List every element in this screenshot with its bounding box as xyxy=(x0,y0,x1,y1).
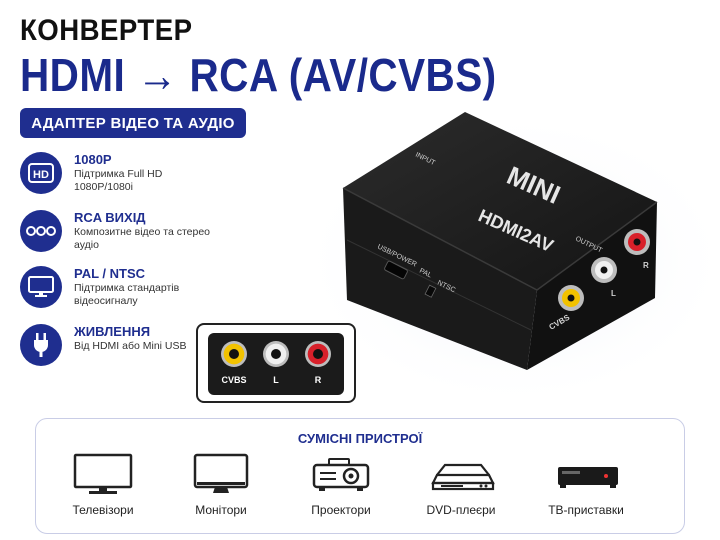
compat-label: Телевізори xyxy=(72,503,134,517)
port-label-cvbs: CVBS xyxy=(221,375,247,385)
r-label: R xyxy=(643,261,649,270)
compat-label: Проектори xyxy=(311,503,371,517)
rca-port-l xyxy=(591,257,617,283)
usb-port xyxy=(384,260,408,280)
feature-1080p: HD 1080P Підтримка Full HD 1080P/1080i xyxy=(20,152,210,204)
feature-title: ЖИВЛЕННЯ xyxy=(74,324,151,339)
title-line-2: HDMI → RCA (AV/CVBS) xyxy=(20,49,497,101)
tv-icon xyxy=(73,453,133,494)
port-label-l: L xyxy=(273,375,279,385)
rca-icon xyxy=(20,210,62,252)
svg-text:HD: HD xyxy=(33,169,49,181)
compat-item-tv: Телевізори xyxy=(48,453,158,529)
port-label-r: R xyxy=(314,375,322,385)
compat-item-dvd: DVD-плеєри xyxy=(406,453,516,529)
hdmi2av-converter-image: MINI HDMI2AV INPUT OUTPUT USB/POWER PAL … xyxy=(295,110,720,410)
feature-desc: Підтримка стандартів відеосигналу xyxy=(74,282,180,307)
rca-port-cvbs xyxy=(558,285,584,311)
dvd-player-icon xyxy=(431,463,495,491)
compat-item-projector: Проектори xyxy=(286,453,396,529)
title-line-1: КОНВЕРТЕР xyxy=(20,14,193,47)
pal-label: PAL xyxy=(418,268,433,280)
compat-title: СУМІСНІ ПРИСТРОЇ xyxy=(297,431,423,446)
feature-title: RCA ВИХІД xyxy=(74,210,146,225)
monitor-icon xyxy=(20,266,62,308)
projector-icon xyxy=(312,458,370,491)
feature-title: 1080P xyxy=(74,152,112,167)
port-cvbs xyxy=(221,341,247,367)
feature-rca: RCA ВИХІД Композитне відео та стерео ауд… xyxy=(20,210,210,262)
ports-panel: CVBS L R xyxy=(208,333,344,395)
feature-power: ЖИВЛЕННЯ Від HDMI або Mini USB xyxy=(20,324,210,376)
compat-item-set-top-box: ТВ-приставки xyxy=(531,453,641,529)
compat-label: Монітори xyxy=(195,503,247,517)
set-top-box-icon xyxy=(558,467,618,488)
monitor-icon xyxy=(193,453,249,493)
rca-port-r xyxy=(624,229,650,255)
feature-pal-ntsc: PAL / NTSC Підтримка стандартів відеосиг… xyxy=(20,266,210,318)
plug-icon xyxy=(20,324,62,366)
rca-ports-inset: CVBS L R xyxy=(196,323,356,403)
compat-label: DVD-плеєри xyxy=(426,503,496,517)
feature-desc: Підтримка Full HD 1080P/1080i xyxy=(74,168,163,193)
compat-item-monitor: Монітори xyxy=(166,453,276,529)
hd-icon: HD xyxy=(20,152,62,194)
subtitle-badge: АДАПТЕР ВІДЕО ТА АУДІО xyxy=(20,108,246,138)
feature-desc: Композитне відео та стерео аудіо xyxy=(74,226,211,251)
feature-desc: Від HDMI або Mini USB xyxy=(74,340,187,352)
pal-ntsc-switch xyxy=(424,284,437,298)
compat-label: ТВ-приставки xyxy=(548,503,624,517)
compatible-devices-panel: СУМІСНІ ПРИСТРОЇ Телевізори Монітори Про… xyxy=(35,418,685,534)
feature-title: PAL / NTSC xyxy=(74,266,146,281)
port-l xyxy=(263,341,289,367)
port-r xyxy=(305,341,331,367)
l-label: L xyxy=(611,289,616,298)
